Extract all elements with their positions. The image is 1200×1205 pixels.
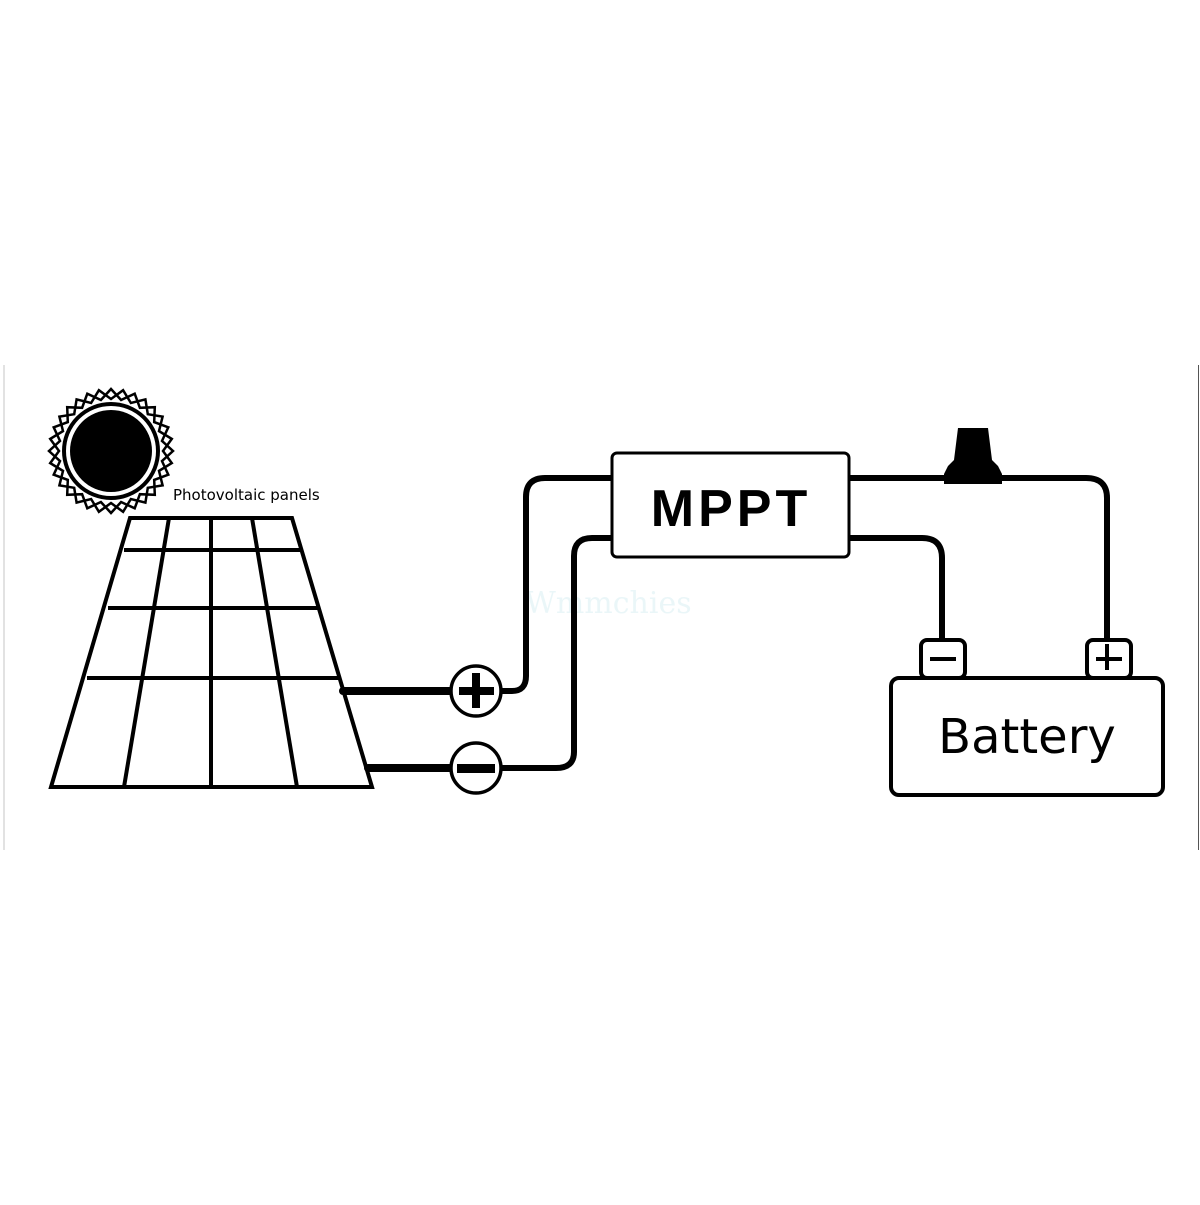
wires — [339, 475, 1110, 772]
panel-outline — [48, 516, 375, 789]
fuse-body — [944, 428, 1002, 484]
right-border — [1198, 365, 1199, 850]
plus-bar-vertical — [472, 673, 480, 708]
mppt-box — [610, 451, 851, 559]
battery-label: Battery — [938, 709, 1116, 765]
panel-column-line — [250, 517, 299, 788]
panel-column-line — [122, 517, 171, 788]
battery-body — [889, 676, 1165, 797]
sun-ray-outline — [47, 387, 175, 515]
positive-wire-to-mppt — [499, 475, 615, 694]
battery: Battery — [889, 638, 1165, 797]
panel-label: Photovoltaic panels — [173, 486, 320, 504]
sun-disc — [70, 410, 152, 492]
sun-ray-outline — [48, 388, 174, 514]
minus-bar — [457, 764, 495, 773]
mppt-controller: MPPT — [610, 451, 851, 559]
positive-connector — [449, 664, 503, 718]
negative-connector — [449, 741, 503, 795]
mppt-to-battery-negative-wire — [847, 535, 945, 647]
left-border — [3, 365, 5, 850]
watermark-text: Wmmchies — [525, 586, 692, 621]
fuse-to-battery-positive-wire — [997, 475, 1110, 647]
mppt-label: MPPT — [651, 480, 811, 538]
negative-wire-to-mppt — [499, 535, 615, 771]
fuse-holder-icon — [944, 428, 1002, 484]
sun-icon — [47, 387, 175, 515]
solar-panel — [48, 516, 375, 789]
